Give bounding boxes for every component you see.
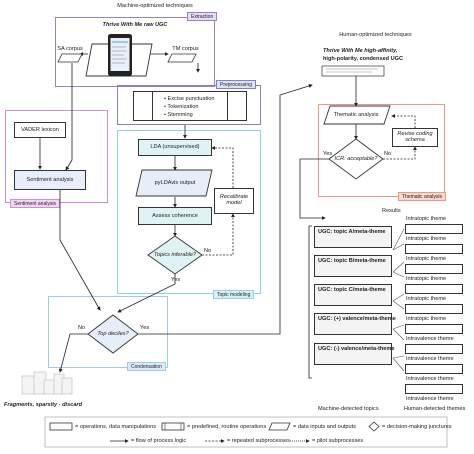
human-theme-item: Intravalence theme bbox=[406, 396, 454, 402]
topics-no-label: No bbox=[204, 248, 212, 254]
topics-yes-label: Yes bbox=[171, 277, 181, 283]
raw-ugc-label: Thrive With Me raw UGC bbox=[102, 22, 168, 28]
tokenization-label: • Tokenization bbox=[164, 104, 199, 110]
extraction-stage bbox=[55, 17, 215, 87]
extraction-stage-label: Extraction bbox=[187, 12, 218, 21]
legend-decision-text: = decision-making junctures bbox=[382, 424, 452, 430]
results-header: Results bbox=[382, 208, 401, 214]
thematic-analysis-stage-label: Thematic analysis bbox=[398, 192, 447, 201]
topic-modeling-stage bbox=[117, 130, 261, 294]
human-theme-box bbox=[405, 344, 463, 354]
pyldavis-output-shape bbox=[135, 169, 213, 197]
tm-corpus-label: TM corpus bbox=[172, 46, 199, 52]
lda-box: LDA (unsupervised) bbox=[138, 139, 212, 156]
topic-b-box: UGC: topic B/meta-theme bbox=[314, 255, 392, 277]
condensed-ugc-line2: high-polarity, condensed UGC bbox=[323, 56, 404, 62]
human-theme-item: Intratopic theme bbox=[406, 256, 447, 262]
human-theme-item: Intratopic theme bbox=[406, 316, 447, 322]
legend-pilot-text: = pilot subprocesses bbox=[312, 438, 364, 444]
human-theme-item: Intravalence theme bbox=[406, 336, 454, 342]
fragments-sketch bbox=[21, 371, 73, 395]
icr-yes-label: Yes bbox=[323, 151, 333, 157]
sentiment-analysis-stage-label: Sentiment analysis bbox=[10, 199, 60, 208]
deciles-no-label: No bbox=[78, 325, 86, 331]
legend-predefined-icon bbox=[161, 422, 185, 431]
pyldavis-output-label: pyLDAvis output bbox=[154, 180, 196, 186]
legend-frame bbox=[44, 416, 448, 448]
thematic-analysis-shape bbox=[323, 105, 391, 125]
top-deciles-diamond bbox=[87, 314, 139, 354]
human-theme-item: Intratopic theme bbox=[406, 276, 447, 282]
excise-punctuation-label: • Excise punctuation bbox=[164, 96, 215, 102]
assess-coherence-box: Assess coherence bbox=[138, 207, 212, 225]
positive-valence-box: UGC: (+) valence/meta-theme bbox=[314, 313, 396, 335]
icr-no-label: No bbox=[384, 151, 392, 157]
legend-flow-text: = flow of process logic bbox=[131, 438, 187, 444]
topic-modeling-stage-label: Topic modeling bbox=[213, 290, 255, 299]
preprocessing-steps-box: • Excise punctuation • Tokenization • St… bbox=[133, 91, 247, 121]
topic-a-box: UGC: topic A/meta-theme bbox=[314, 226, 392, 248]
legend-repeated-text: = repeated subprocesses bbox=[227, 438, 290, 444]
deciles-yes-label: Yes bbox=[140, 325, 150, 331]
machine-optimized-header: Machine-optimized techniques bbox=[117, 3, 193, 9]
sa-corpus-label: SA corpus bbox=[57, 46, 83, 52]
thematic-analysis-stage bbox=[318, 104, 445, 197]
topics-inferable-diamond bbox=[147, 235, 203, 275]
human-theme-box bbox=[405, 264, 463, 274]
icr-acceptable-label: ICR: acceptable? bbox=[334, 156, 378, 162]
tm-corpus-shape bbox=[167, 53, 197, 63]
vader-lexicon-box: VADER lexicon bbox=[14, 122, 66, 138]
preprocessing-stage-label: Preprocessing bbox=[216, 80, 256, 89]
human-theme-box bbox=[405, 304, 463, 314]
human-detected-themes-label: Human-detected themes bbox=[404, 406, 466, 412]
topics-inferable-label: Topics inferable? bbox=[153, 252, 197, 258]
legend-operations-text: = operations, data manipulations bbox=[75, 424, 157, 430]
legend-operation-icon bbox=[49, 422, 73, 431]
human-theme-item: Intravalence theme bbox=[406, 356, 454, 362]
human-theme-item: Intravalence theme bbox=[406, 376, 454, 382]
human-optimized-header: Human-optimized techniques bbox=[339, 32, 412, 38]
human-theme-box bbox=[405, 324, 463, 334]
sentiment-analysis-box: Sentiment analysis bbox=[14, 170, 86, 190]
top-deciles-label: Top deciles? bbox=[97, 331, 129, 337]
human-theme-box bbox=[405, 364, 463, 374]
preprocessing-stage bbox=[117, 85, 261, 125]
human-theme-item: Intratopic theme bbox=[406, 216, 447, 222]
human-theme-box bbox=[405, 284, 463, 294]
condensation-stage bbox=[48, 296, 168, 368]
icr-acceptable-diamond bbox=[328, 138, 384, 180]
fragments-label: Fragments, sparsity - discard bbox=[4, 402, 83, 408]
legend-predefined-text: = predefined, routine operations bbox=[187, 424, 267, 430]
machine-detected-topics-label: Machine-detected topics bbox=[318, 406, 379, 412]
legend-data-text: = data inputs and outputs bbox=[293, 424, 356, 430]
condensation-stage-label: Condensation bbox=[127, 362, 166, 371]
human-theme-item: Intratopic theme bbox=[406, 296, 447, 302]
human-theme-box bbox=[405, 224, 463, 234]
legend-data-icon bbox=[268, 422, 291, 431]
sa-corpus-shape bbox=[57, 53, 83, 63]
topic-c-box: UGC: topic C/meta-theme bbox=[314, 284, 392, 306]
condensed-ugc-line1: Thrive With Me high-affinity, bbox=[323, 48, 398, 54]
legend-decision-icon bbox=[368, 421, 380, 432]
human-theme-box bbox=[405, 384, 463, 394]
negative-valence-box: UGC: (-) valence/meta-theme bbox=[314, 343, 394, 365]
human-theme-box bbox=[405, 244, 463, 254]
thematic-analysis-label: Thematic analysis bbox=[333, 112, 379, 118]
stemming-label: • Stemming bbox=[164, 112, 193, 118]
human-theme-item: Intratopic theme bbox=[406, 236, 447, 242]
